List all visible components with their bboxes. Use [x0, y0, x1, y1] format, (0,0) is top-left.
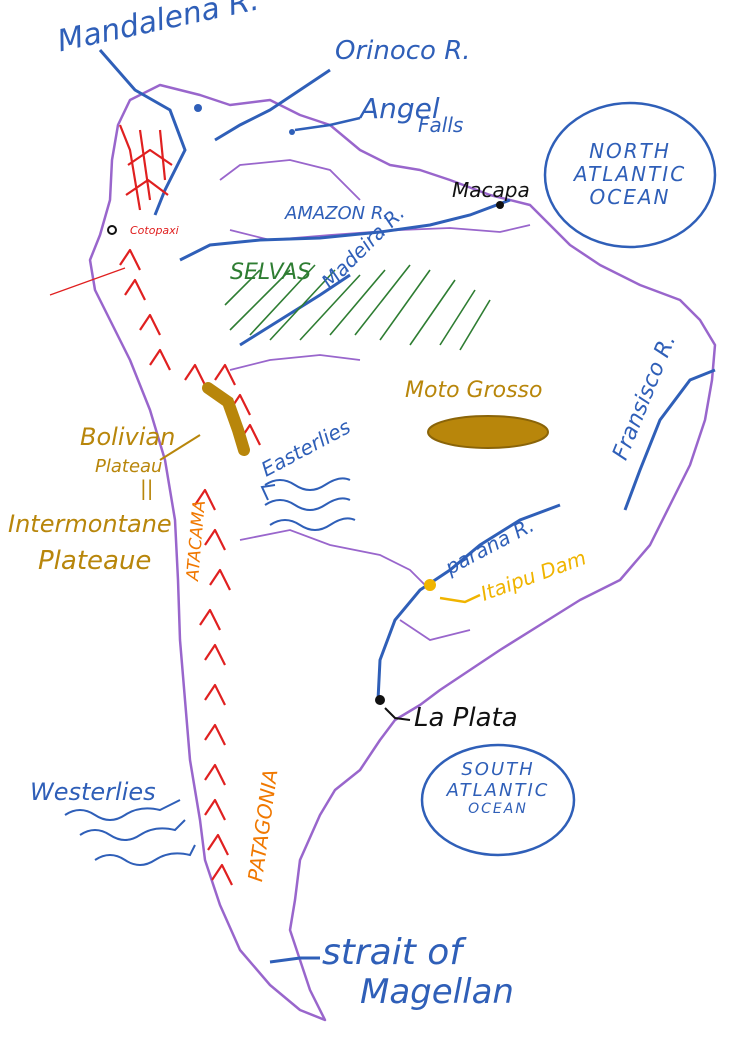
- la-plata-pointer: [384, 707, 411, 721]
- macapa-marker: [496, 201, 504, 209]
- amazon-label: AMAZON R.: [285, 203, 390, 224]
- north-atlantic-oval: [543, 101, 717, 249]
- outline-sketch-5: [219, 159, 361, 201]
- westerlies-label: Westerlies: [30, 778, 156, 806]
- bolivian-label-3: ||: [140, 476, 154, 500]
- cotopaxi-pointer: [49, 267, 126, 296]
- bolivian-plateau-pointer: [159, 434, 201, 461]
- angel-falls-pointer: [294, 116, 361, 132]
- cotopaxi-label: Cotopaxi: [130, 224, 179, 237]
- angel-falls-label-1: Angel: [360, 92, 440, 125]
- itaipu-pointer: [439, 593, 481, 604]
- orinoco-river: [214, 68, 331, 142]
- angel-falls-marker: [289, 129, 295, 135]
- easterlies-winds: [260, 477, 356, 531]
- parana-river: [376, 503, 561, 701]
- south-atlantic-label: SOUTH ATLANTIC OCEAN: [428, 759, 568, 818]
- strait-pointer: [269, 956, 320, 964]
- north-atlantic-line-1: NORTH: [589, 139, 671, 163]
- selvas-label: SELVAS: [230, 260, 312, 285]
- moto-grosso-label: Moto Grosso: [405, 378, 543, 403]
- continent-outline: [88, 83, 717, 1022]
- orinoco-label: Orinoco R.: [335, 36, 471, 66]
- cotopaxi-marker: [107, 225, 117, 235]
- angel-falls-label-2: Falls: [418, 113, 464, 137]
- north-atlantic-label: NORTH ATLANTIC OCEAN: [555, 140, 705, 209]
- francisco-river: [623, 368, 716, 511]
- magdalena-river: [98, 49, 187, 216]
- north-atlantic-line-2: ATLANTIC: [573, 162, 687, 186]
- amazon-river: [179, 198, 511, 262]
- intermontane-label-1: Intermontane: [8, 510, 172, 538]
- south-atlantic-oval: [420, 743, 576, 857]
- outline-sketch-2: [229, 354, 361, 371]
- outline-sketch-3: [239, 529, 426, 586]
- andes-mountains: [118, 124, 261, 886]
- la-plata-marker: [375, 695, 385, 705]
- macapa-label: Macapa: [452, 178, 530, 202]
- bolivian-label-2: Plateau: [95, 456, 163, 477]
- intermontane-label-2: Plateaue: [38, 546, 152, 576]
- strait-label-1: strait of: [322, 932, 462, 973]
- bolivian-plateau-mark: [202, 382, 250, 456]
- south-atlantic-line-2: ATLANTIC: [446, 779, 550, 801]
- north-atlantic-line-3: OCEAN: [589, 185, 671, 209]
- strait-label-2: Magellan: [360, 972, 514, 1012]
- lake-marker: [194, 104, 202, 112]
- westerlies-winds: [64, 799, 196, 866]
- selvas-hatching: [224, 264, 491, 351]
- south-atlantic-line-3: OCEAN: [468, 801, 528, 818]
- itaipu-dam-marker: [424, 579, 436, 591]
- outline-sketch-4: [399, 619, 471, 641]
- bolivian-label-1: Bolivian: [80, 423, 176, 451]
- south-atlantic-line-1: SOUTH: [461, 759, 535, 780]
- la-plata-label: La Plata: [414, 703, 518, 733]
- moto-grosso-region: [427, 415, 549, 449]
